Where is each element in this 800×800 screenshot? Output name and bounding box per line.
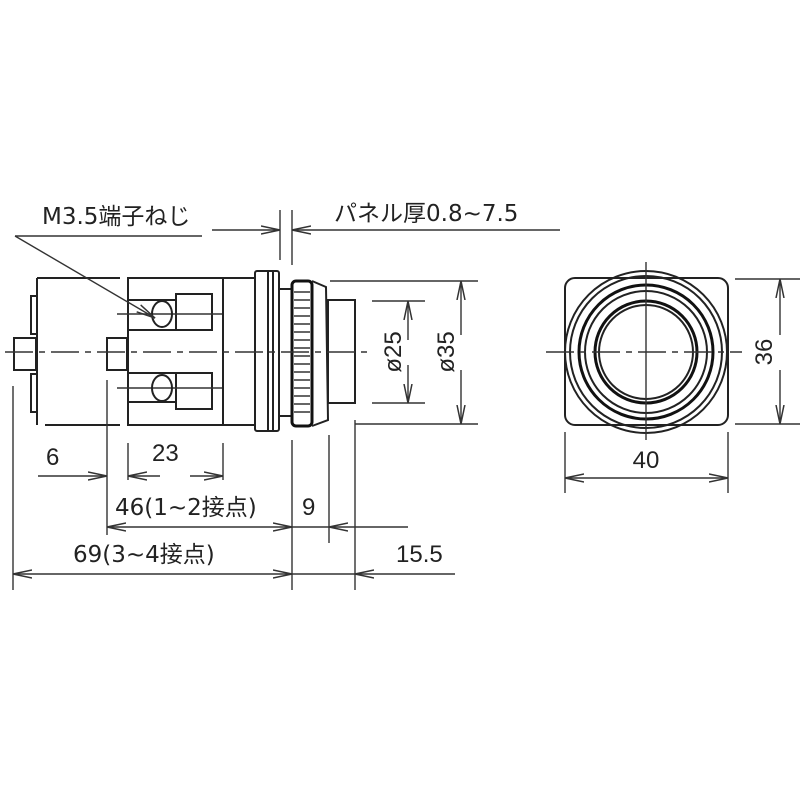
svg-text:46(1~2接点): 46(1~2接点) [115, 495, 257, 521]
svg-text:ø25: ø25 [380, 331, 407, 372]
front-dimensions: 36 40 [564, 278, 800, 493]
svg-text:15.5: 15.5 [396, 541, 443, 568]
front-view [546, 262, 742, 440]
svg-text:36: 36 [751, 339, 778, 366]
panel-thickness-dimension: パネル厚0.8~7.5 [212, 201, 560, 265]
terminal-screw-callout: M3.5端子ねじ [14, 204, 202, 318]
svg-text:ø35: ø35 [433, 331, 460, 372]
terminal-block [117, 277, 255, 426]
screw-icon [151, 374, 173, 402]
svg-text:6: 6 [46, 444, 59, 471]
length-dimensions: 6 23 46(1~2接点) 9 69(3~4接点) 15.5 [12, 380, 455, 590]
svg-text:パネル厚0.8~7.5: パネル厚0.8~7.5 [334, 201, 518, 227]
svg-text:23: 23 [152, 440, 179, 467]
svg-text:9: 9 [302, 494, 315, 521]
mounting-flange [254, 270, 280, 432]
svg-text:40: 40 [633, 447, 660, 474]
side-view [5, 270, 372, 432]
svg-text:M3.5端子ねじ: M3.5端子ねじ [42, 204, 190, 230]
svg-text:69(3~4接点): 69(3~4接点) [73, 542, 215, 568]
rear-contact-block [13, 277, 128, 426]
diameter-dimensions: ø25 ø35 [330, 280, 478, 425]
knurled-ring [280, 279, 330, 428]
